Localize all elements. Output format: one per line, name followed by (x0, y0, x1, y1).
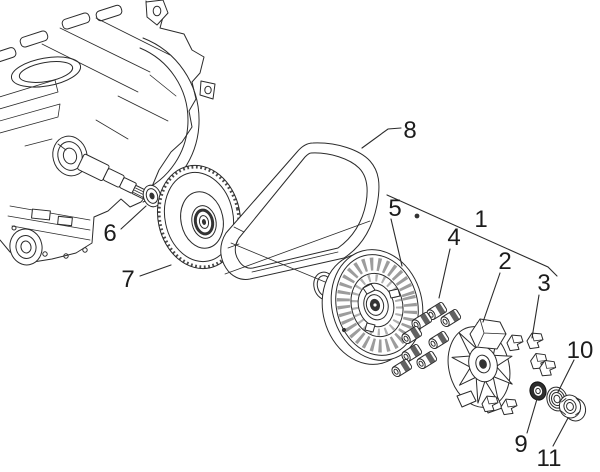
pulley5-fan-blades (336, 257, 418, 353)
crankcase-brackets (145, 0, 216, 100)
bracket-hole (152, 5, 162, 17)
part-label-11: 11 (537, 445, 562, 472)
callout-7-leader (139, 264, 172, 277)
callout-11-leader (552, 417, 569, 447)
pulley5-ramp-detail (351, 274, 403, 336)
callout-4-leader (438, 248, 451, 299)
movable-half-pulley-part5 (321, 249, 424, 365)
callouts: 1 2 3 4 5 6 7 8 9 10 11 (103, 117, 593, 472)
case-rib-block (57, 215, 73, 227)
part-label-2: 2 (498, 248, 511, 275)
part-label-1: 1 (474, 206, 487, 233)
pulley7-hub (191, 205, 217, 239)
callout-3-leader (531, 294, 540, 339)
crankcase-outline (0, 0, 205, 264)
cylinder-studs (0, 4, 123, 63)
bolt-holes (11, 225, 88, 259)
callout-1-leader (386, 194, 558, 277)
part-label-9: 9 (514, 431, 527, 458)
pulley5-hub-tabs (362, 283, 401, 333)
cylinder-mouth-outer (10, 56, 82, 88)
pulley5-face-hole (341, 327, 347, 333)
part-label-7: 7 (121, 266, 134, 293)
engine-crankcase (0, 0, 216, 266)
tab-hole (204, 85, 212, 95)
shaft-spacer-part9 (529, 381, 547, 401)
part-label-10: 10 (567, 337, 594, 364)
belt-band (220, 142, 380, 280)
pulley5-hub-center (373, 303, 377, 307)
part-label-8: 8 (403, 117, 416, 144)
bottom-boss (9, 228, 43, 266)
starter-ring-teeth (157, 165, 241, 269)
fixed-half-pulley-part7 (156, 164, 242, 270)
part-label-5: 5 (388, 195, 401, 222)
part-label-4: 4 (447, 224, 460, 251)
callout-10-leader (557, 359, 575, 393)
cylinder-mouth-inner (18, 61, 74, 83)
callout-2-leader (482, 272, 501, 323)
drive-belt-part8 (220, 142, 380, 280)
nut-part11 (558, 394, 587, 422)
part-label-6: 6 (103, 220, 116, 247)
part-label-3: 3 (537, 270, 550, 297)
crankcase-detail-lines (0, 17, 177, 241)
case-rib-block (31, 208, 51, 221)
callout-5-leader (390, 218, 403, 267)
belt-face-lines (227, 226, 339, 273)
callout-8-leader (361, 127, 402, 149)
callout-6-leader (120, 205, 147, 230)
crankshaft (77, 153, 147, 199)
reference-dot (414, 213, 420, 219)
nut-facets (560, 397, 581, 416)
callout-9-leader (526, 398, 538, 434)
